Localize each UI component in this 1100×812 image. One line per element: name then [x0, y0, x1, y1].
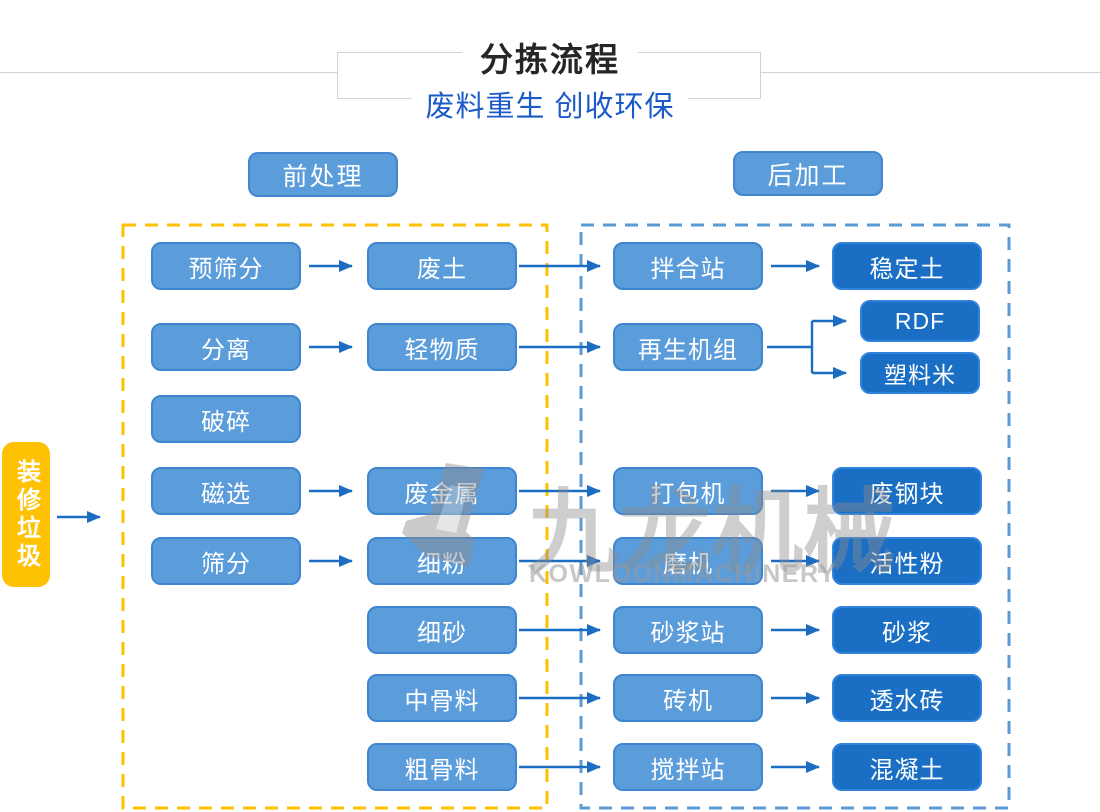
node-light-materials: 轻物质 — [367, 323, 517, 371]
node-permeable-brick: 透水砖 — [832, 674, 982, 722]
section-post-processing: 后加工 — [733, 151, 883, 196]
node-concrete: 混凝土 — [832, 743, 982, 791]
node-concrete-mixing-station: 搅拌站 — [613, 743, 763, 791]
node-active-powder: 活性粉 — [832, 537, 982, 585]
node-separation: 分离 — [151, 323, 301, 371]
node-plastic-pellets: 塑料米 — [860, 352, 980, 394]
node-stabilized-soil: 稳定土 — [832, 242, 982, 290]
page-title: 分拣流程 — [462, 33, 638, 81]
page-subtitle: 废料重生 创收环保 — [411, 83, 689, 125]
node-rdf: RDF — [860, 300, 980, 342]
node-mortar: 砂浆 — [832, 606, 982, 654]
node-mill: 磨机 — [613, 537, 763, 585]
node-waste-soil: 废土 — [367, 242, 517, 290]
node-waste-steel: 废钢块 — [832, 467, 982, 515]
node-waste-metal: 废金属 — [367, 467, 517, 515]
section-pre-processing: 前处理 — [248, 152, 398, 197]
node-baler: 打包机 — [613, 467, 763, 515]
node-crushing: 破碎 — [151, 395, 301, 443]
source-decoration-waste: 装修垃圾 — [2, 442, 50, 587]
node-regeneration-unit: 再生机组 — [613, 323, 763, 371]
node-medium-aggregate: 中骨料 — [367, 674, 517, 722]
node-screening: 筛分 — [151, 537, 301, 585]
node-mixing-station: 拌合站 — [613, 242, 763, 290]
node-fine-powder: 细粉 — [367, 537, 517, 585]
node-pre-screening: 预筛分 — [151, 242, 301, 290]
node-coarse-aggregate: 粗骨料 — [367, 743, 517, 791]
node-magnetic-separation: 磁选 — [151, 467, 301, 515]
node-mortar-station: 砂浆站 — [613, 606, 763, 654]
node-fine-sand: 细砂 — [367, 606, 517, 654]
node-brick-machine: 砖机 — [613, 674, 763, 722]
